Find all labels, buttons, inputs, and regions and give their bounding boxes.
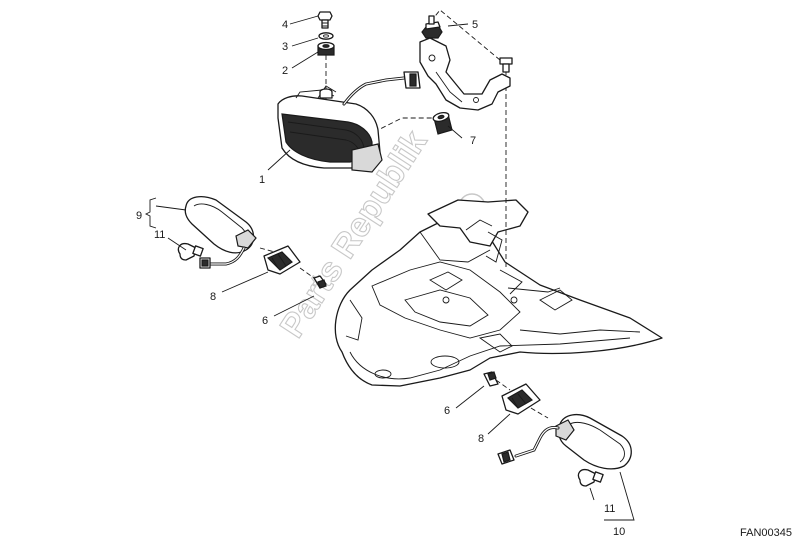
callout-6-left: 6: [262, 315, 268, 327]
callout-11-left: 11: [154, 229, 165, 241]
support-bracket: [419, 37, 513, 111]
right-indicator-mount: [501, 383, 541, 415]
left-indicator-mount: [263, 245, 301, 275]
drawing-code: FAN00345: [740, 527, 792, 539]
callout-8-left: 8: [210, 291, 216, 303]
rubber-grommet: [317, 41, 335, 56]
right-indicator-bulb: [577, 468, 604, 487]
callout-10: 10: [613, 526, 625, 538]
left-indicator-bulb: [177, 242, 204, 261]
callout-3: 3: [282, 41, 288, 53]
leader-lines: [144, 15, 635, 521]
callout-6-right: 6: [444, 405, 450, 417]
callout-4: 4: [282, 19, 288, 31]
callout-2: 2: [282, 65, 288, 77]
callout-8-right: 8: [478, 433, 484, 445]
nut: [421, 15, 443, 39]
rubber-spacer: [432, 111, 453, 135]
tail-light-assembly: [277, 71, 421, 173]
right-indicator-screw: [483, 371, 499, 387]
left-indicator-screw: [313, 275, 327, 289]
callout-1: 1: [259, 174, 265, 186]
callout-labels: 1 2 3 4 5 7 9 11 8 6 6 8 11 10: [136, 19, 625, 538]
mounting-screw: [317, 11, 333, 29]
left-turn-indicator: [184, 195, 257, 269]
callout-9: 9: [136, 210, 142, 222]
callout-7: 7: [470, 135, 476, 147]
callout-5: 5: [472, 19, 478, 31]
washer: [318, 32, 334, 40]
right-turn-indicator: [497, 413, 632, 470]
tail-undertray: [334, 199, 663, 387]
callout-11-right: 11: [604, 503, 615, 515]
